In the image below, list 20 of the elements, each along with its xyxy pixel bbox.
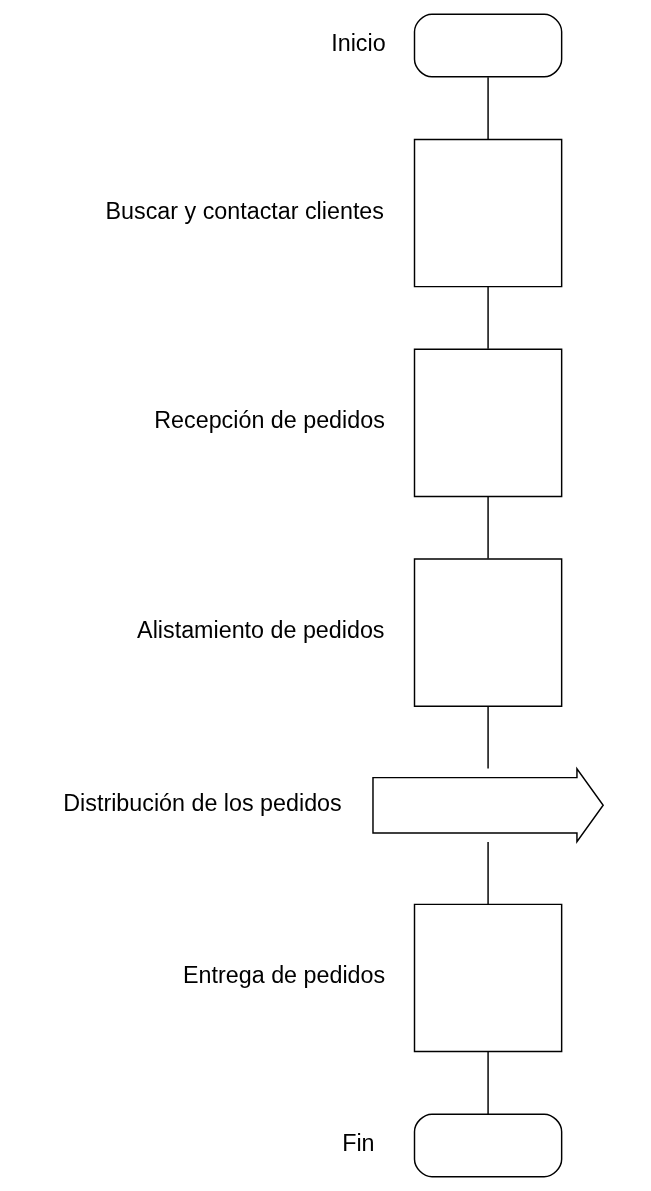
node-label: Inicio — [330, 30, 386, 57]
connector — [486, 76, 489, 140]
node-box — [413, 903, 562, 1053]
node-label: Recepción de pedidos — [153, 407, 385, 434]
connector — [486, 286, 489, 350]
node-label: Entrega de pedidos — [182, 962, 385, 989]
node-label: Distribución de los pedidos — [62, 789, 342, 816]
node-box — [413, 558, 562, 707]
node-oval — [413, 13, 562, 78]
connector — [486, 705, 489, 770]
node-label: Alistamiento de pedidos — [136, 617, 384, 644]
connector — [486, 1050, 489, 1115]
connector — [486, 495, 489, 560]
node-arrow — [371, 766, 604, 844]
node-box — [413, 348, 562, 498]
node-label: Fin — [341, 1130, 375, 1157]
node-label: Buscar y contactar clientes — [105, 197, 384, 224]
node-box — [413, 138, 562, 288]
node-oval — [413, 1113, 562, 1178]
connector — [486, 841, 489, 905]
